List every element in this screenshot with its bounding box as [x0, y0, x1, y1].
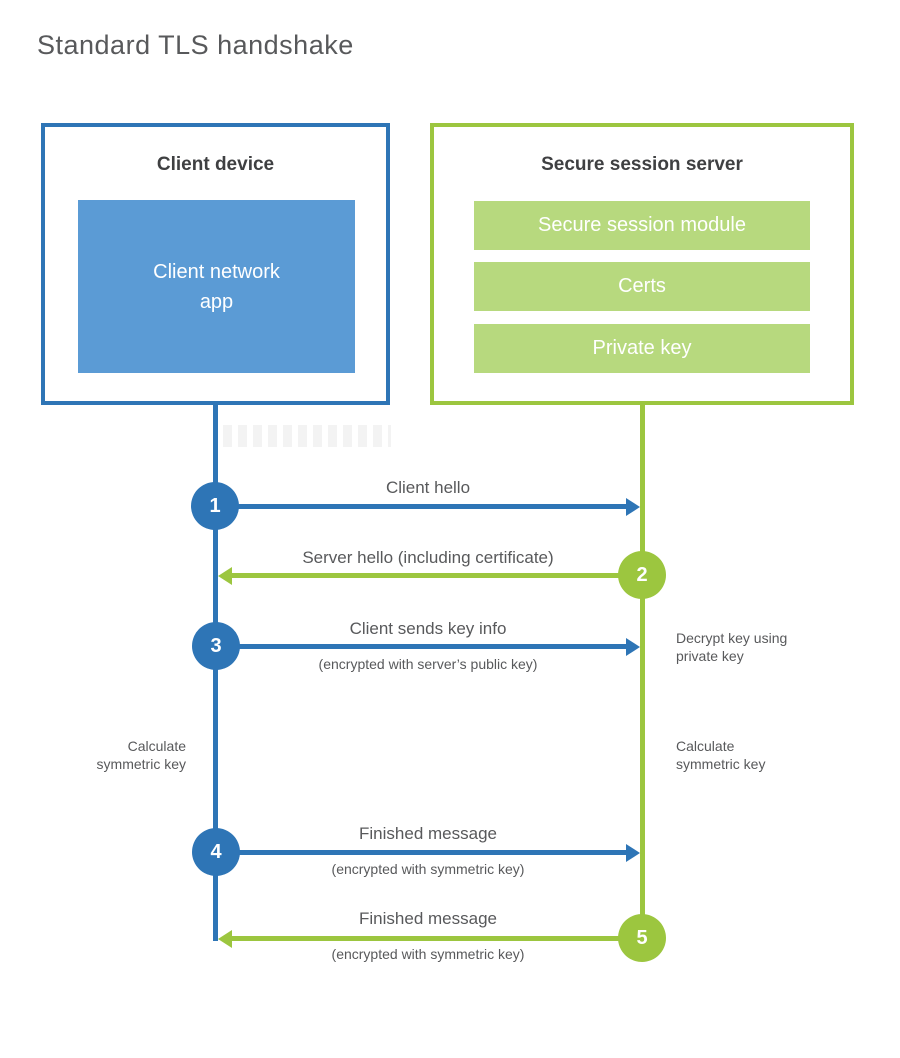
diagram-title: Standard TLS handshake — [37, 30, 354, 60]
label-finished-client: Finished message — [359, 824, 497, 843]
arrow-client-key-info — [216, 644, 627, 649]
client-network-app-box: Client network app — [78, 200, 355, 373]
step-circle-5: 5 — [618, 914, 666, 962]
sublabel-finished-client: (encrypted with symmetric key) — [331, 861, 525, 877]
client-device-title: Client device — [156, 154, 275, 175]
secure-session-server-title: Secure session server — [541, 154, 743, 175]
client-lifeline — [213, 403, 218, 941]
step-circle-4: 4 — [192, 828, 240, 876]
arrow-client-hello — [215, 504, 627, 509]
step-circle-2: 2 — [618, 551, 666, 599]
faint-artifact — [223, 425, 391, 447]
note-calculate-symmetric-key-client: Calculate symmetric key — [96, 738, 186, 772]
step-circle-1: 1 — [191, 482, 239, 530]
server-module-private-key: Private key — [474, 324, 810, 373]
server-module-certs: Certs — [474, 262, 810, 311]
secure-session-server-box: Secure session server Secure session mod… — [430, 123, 854, 405]
server-module-secure-session: Secure session module — [474, 201, 810, 250]
label-client-key-info: Client sends key info — [349, 619, 507, 638]
server-lifeline — [640, 403, 645, 940]
step-circle-3: 3 — [192, 622, 240, 670]
arrow-finished-client — [216, 850, 627, 855]
arrow-server-hello — [231, 573, 642, 578]
label-client-hello: Client hello — [385, 478, 471, 497]
label-finished-server: Finished message — [359, 909, 497, 928]
arrow-finished-server — [231, 936, 642, 941]
sublabel-finished-server: (encrypted with symmetric key) — [331, 946, 525, 962]
note-calculate-symmetric-key-server: Calculate symmetric key — [676, 738, 766, 772]
sublabel-client-key-info: (encrypted with server’s public key) — [318, 656, 538, 672]
client-device-box: Client device Client network app — [41, 123, 390, 405]
note-decrypt-key: Decrypt key using private key — [676, 630, 788, 664]
label-server-hello: Server hello (including certificate) — [302, 548, 554, 567]
